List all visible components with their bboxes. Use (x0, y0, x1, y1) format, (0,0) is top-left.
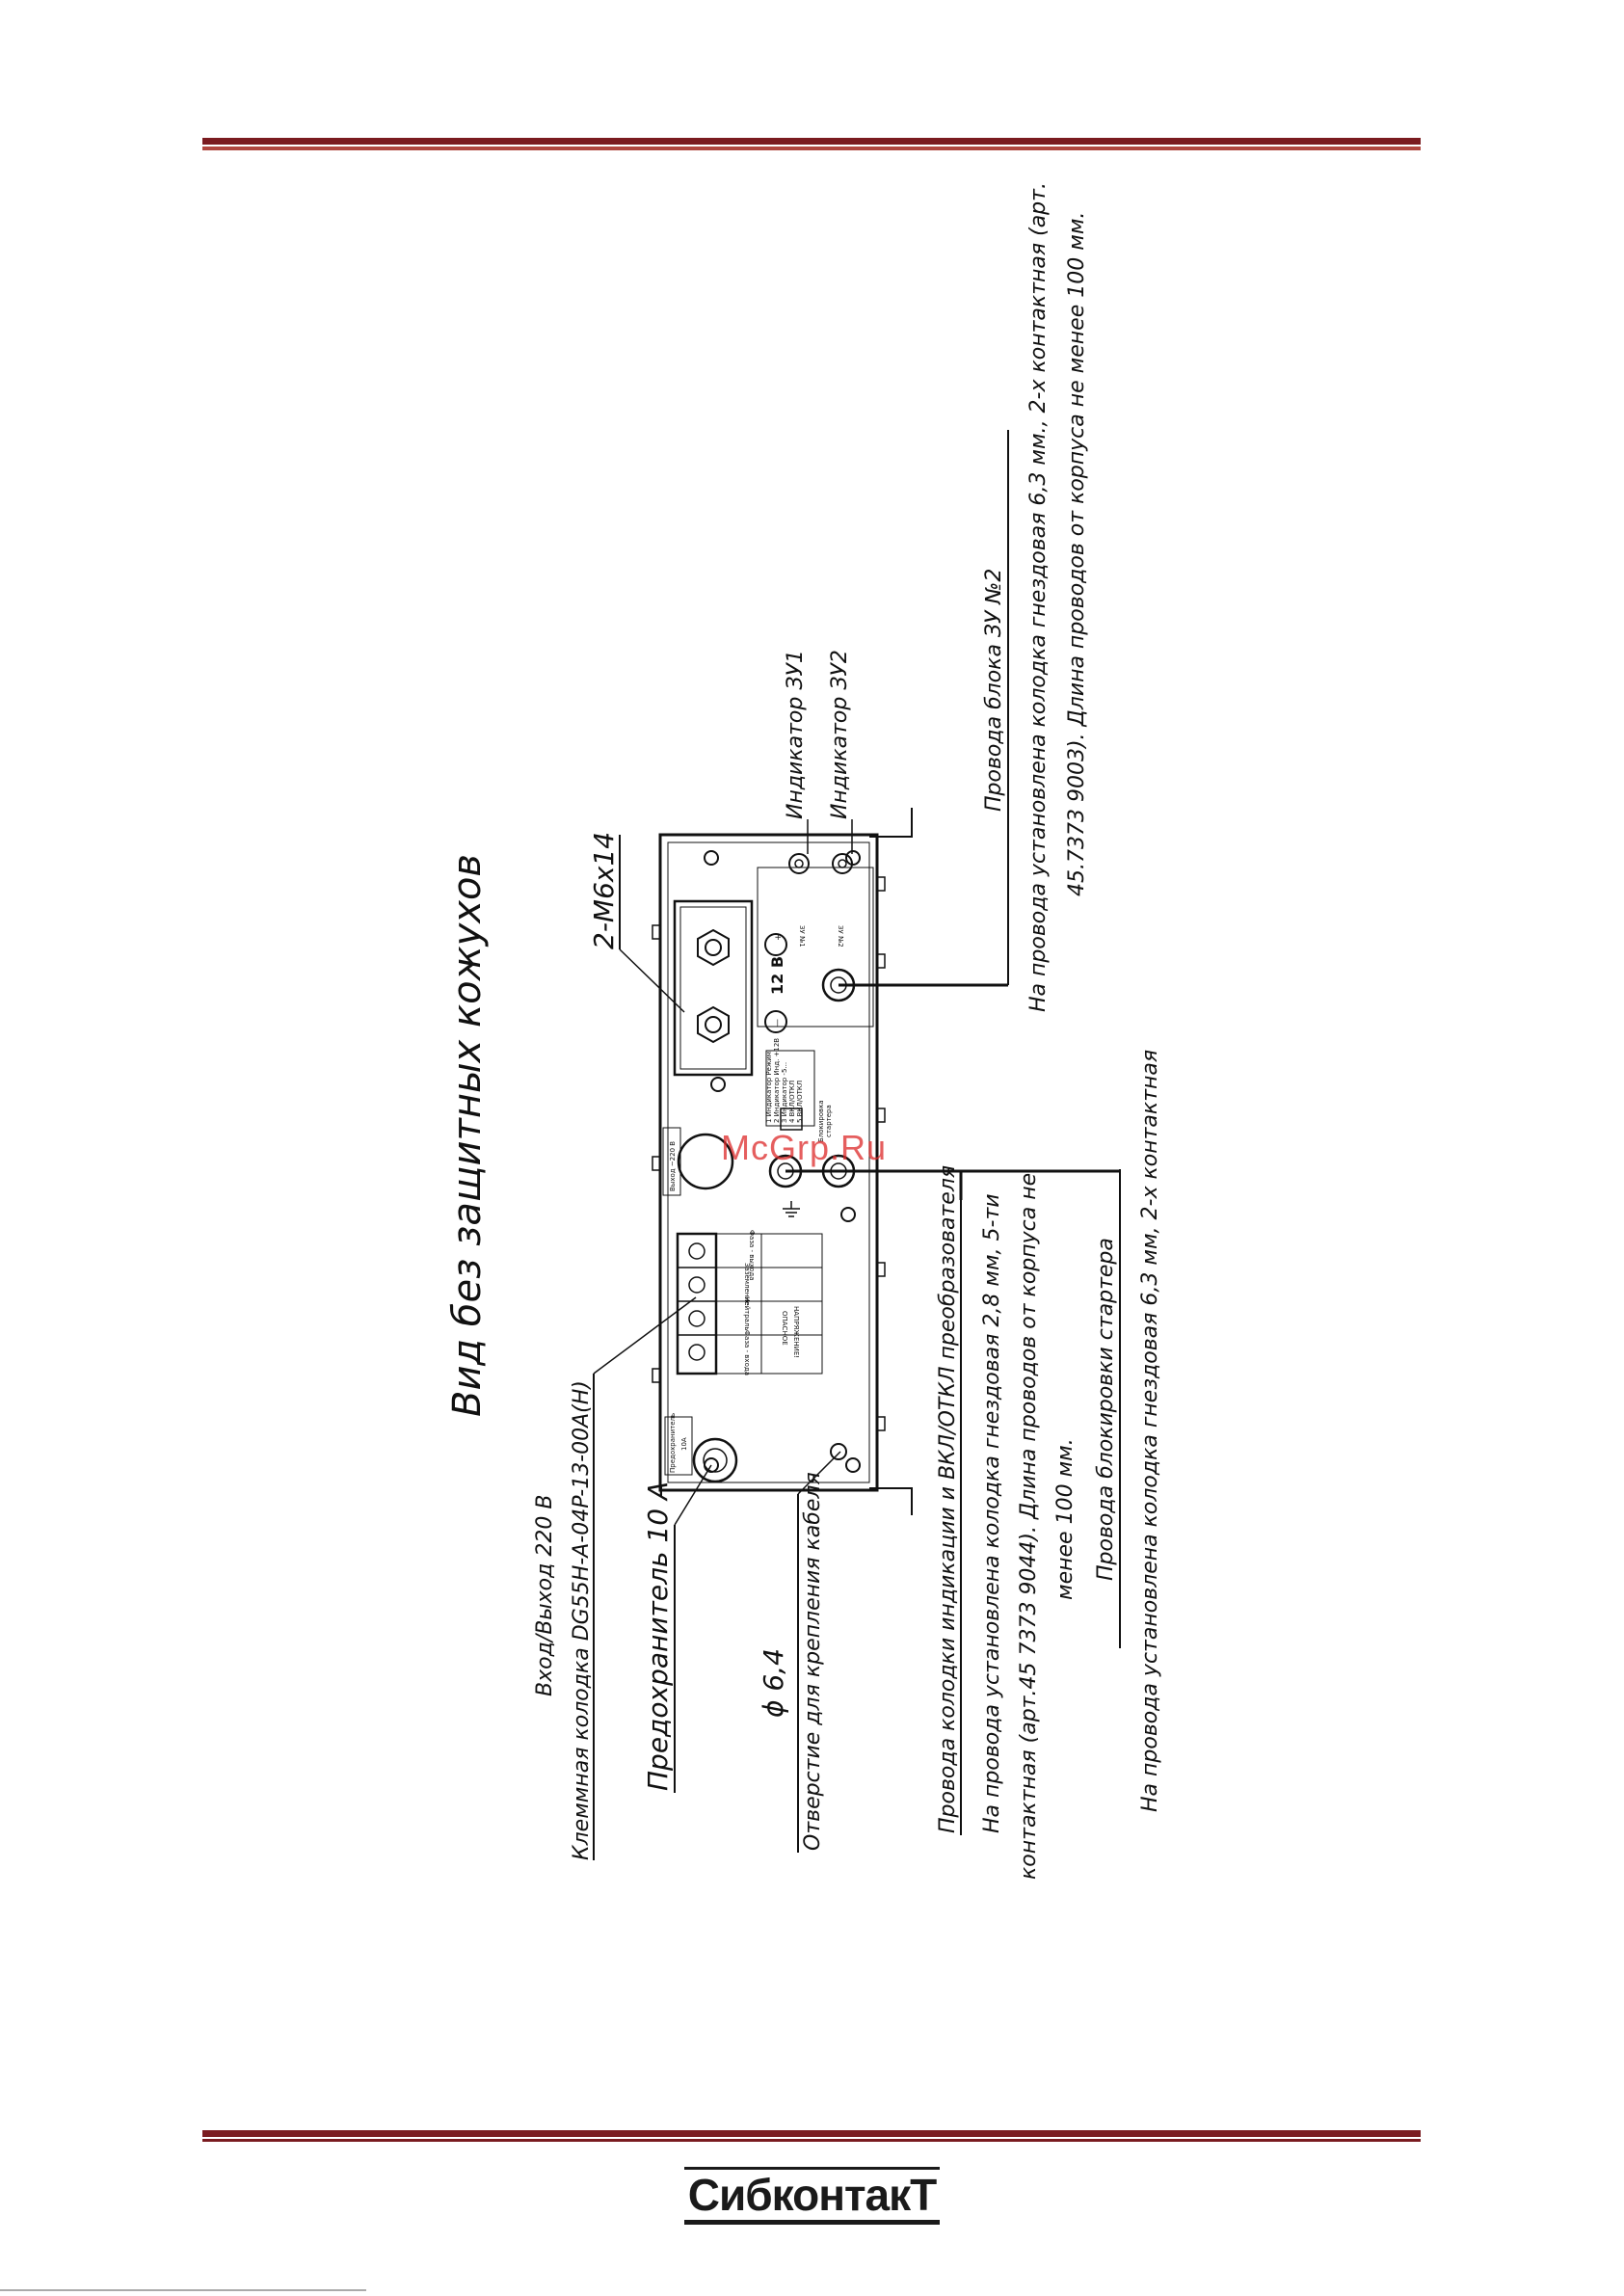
conn-line-2: 2 Индикатор Инд. +12В (773, 1038, 781, 1123)
bottom-divider (0, 2289, 366, 2291)
label-kolodka-note-2: контактная (арт.45 7373 9044). Длина про… (1017, 1173, 1041, 1880)
label-klemm: Клеммная колодка DG55H-A-04P-13-00A(H) (570, 1380, 594, 1860)
label-ind-zu1: Индикатор ЗУ1 (784, 650, 808, 819)
conn-line-1: 1 Индикатор Режим (765, 1052, 773, 1123)
panel-zu2: ЗУ №2 (837, 925, 844, 948)
panel-vyhod: Выход ~220 В (669, 1141, 677, 1191)
label-predohranitel: Предохранитель 10 А (642, 1482, 674, 1791)
conn-line-4: 4 ВКЛ/ОТКЛ (788, 1081, 796, 1123)
polarity-minus: — (773, 1019, 783, 1028)
fuse-small-2: 10А (680, 1437, 688, 1451)
warning-opasnoe-1: ОПАСНОЕ (781, 1311, 788, 1346)
label-zu2-note-2: 45.7373 9003). Длина проводов от корпуса… (1065, 212, 1089, 896)
diagram-title: Вид без защитных кожухов (445, 854, 490, 1417)
watermark: McGrp.Ru (721, 1128, 888, 1167)
panel-blok-star-2: стартера (825, 1105, 833, 1137)
terminal-faza-vyhoda: Фаза - выхода (748, 1230, 756, 1281)
label-blok-startera-note: На провода установлена колодка гнездовая… (1138, 1050, 1162, 1812)
footer-rule (202, 2130, 1421, 2142)
polarity-plus: + (774, 933, 784, 941)
ground-icon (783, 1201, 800, 1217)
label-provoda-kolodki: Провода колодки индикации и ВКЛ/ОТКЛ пре… (936, 1165, 960, 1833)
header-rule (202, 138, 1421, 150)
warning-opasnoe-2: НАПРЯЖЕНИЕ! (792, 1306, 800, 1358)
label-otverstie: Отверстие для крепления кабеля (801, 1472, 825, 1851)
label-kolodka-note-1: На провода установлена колодка гнездовая… (980, 1193, 1004, 1833)
panel-blok-star-1: Блокировка (817, 1100, 825, 1142)
label-zu2-note-1: На провода установлена колодка гнездовая… (1026, 182, 1051, 1012)
terminal-zazemlenie: Заземление (743, 1263, 751, 1305)
label-provoda-zu2: Провода блока ЗУ №2 (982, 569, 1006, 812)
label-diameter: ϕ 6,4 (758, 1648, 789, 1718)
label-m6: 2-M6x14 (588, 832, 620, 949)
conn-line-5: 5 ВКЛ/ОТКЛ (796, 1081, 804, 1123)
label-blok-startera: Провода блокировки стартера (1094, 1238, 1118, 1581)
panel-zu1: ЗУ №1 (798, 925, 806, 948)
conn-line-3: 3 Индикатор -5... (781, 1062, 788, 1123)
terminal-neitral: Нейтраль (743, 1296, 751, 1331)
label-ind-zu2: Индикатор ЗУ2 (828, 650, 852, 819)
brand-logo: СибконтакТ (0, 2167, 1624, 2225)
terminal-faza-vhoda: Фаза - входа (743, 1330, 751, 1375)
panel-volt: 12 В (768, 956, 786, 995)
label-kolodka-note-3: менее 100 мм. (1053, 1438, 1078, 1600)
fuse-small-1: Предохранитель (669, 1413, 677, 1473)
label-vhod-vyhod: Вход/Выход 220 В (533, 1495, 557, 1696)
